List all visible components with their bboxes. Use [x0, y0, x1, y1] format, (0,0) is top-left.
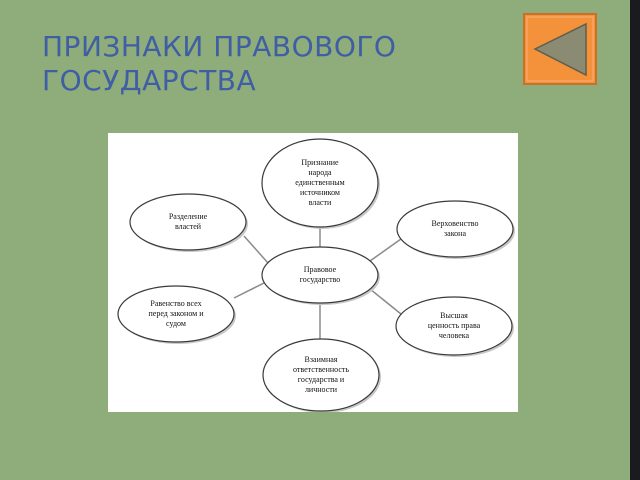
node-text-line: источником: [300, 188, 340, 197]
node-text-line: человека: [438, 331, 470, 340]
node-text-line: единственным: [295, 178, 345, 187]
node-ellipse-law: [396, 200, 514, 258]
node-text-line: Взаимная: [304, 355, 338, 364]
node-text-line: власти: [308, 198, 332, 207]
node-ellipse-responsibility: [262, 338, 380, 412]
connector-line: [369, 238, 402, 262]
connector-line: [243, 235, 269, 264]
node-text-line: государство: [299, 275, 341, 284]
diagram-canvas: [117, 138, 515, 412]
node-text-line: Признание: [301, 158, 339, 167]
node-text-line: судом: [166, 319, 186, 328]
triangle-left-icon: [523, 13, 597, 85]
node-ellipse-people: [261, 138, 379, 228]
node-text-line: Высшая: [440, 311, 468, 320]
slide-title-line-1: ПРИЗНАКИ ПРАВОВОГО: [42, 30, 397, 63]
node-text-line: Верховенство: [431, 219, 479, 228]
node-text-line: закона: [443, 229, 467, 238]
node-text-line: народа: [308, 168, 332, 177]
slide-title-line-2: ГОСУДАРСТВА: [42, 64, 257, 97]
node-text-line: Правовое: [303, 265, 337, 274]
node-text-line: Равенство всех: [150, 299, 202, 308]
node-text-line: личности: [304, 385, 338, 394]
node-ellipse-human-value: [395, 296, 513, 356]
node-text-line: перед законом и: [148, 309, 204, 318]
node-ellipse-separation: [129, 193, 247, 251]
node-text-line: властей: [174, 222, 202, 231]
node-ellipse-equality: [117, 285, 235, 343]
node-text-line: ответственность: [292, 365, 350, 374]
node-text-line: государства и: [297, 375, 345, 384]
node-text-line: ценность права: [427, 321, 481, 330]
window-edge-bar: [630, 0, 640, 480]
node-text-line: Разделение: [168, 212, 208, 221]
back-button[interactable]: [523, 13, 597, 85]
connector-line: [233, 282, 265, 299]
node-ellipse-center: [261, 246, 379, 304]
connector-line: [369, 288, 402, 315]
slide-title: ПРИЗНАКИ ПРАВОВОГО ГОСУДАРСТВА: [42, 30, 396, 98]
